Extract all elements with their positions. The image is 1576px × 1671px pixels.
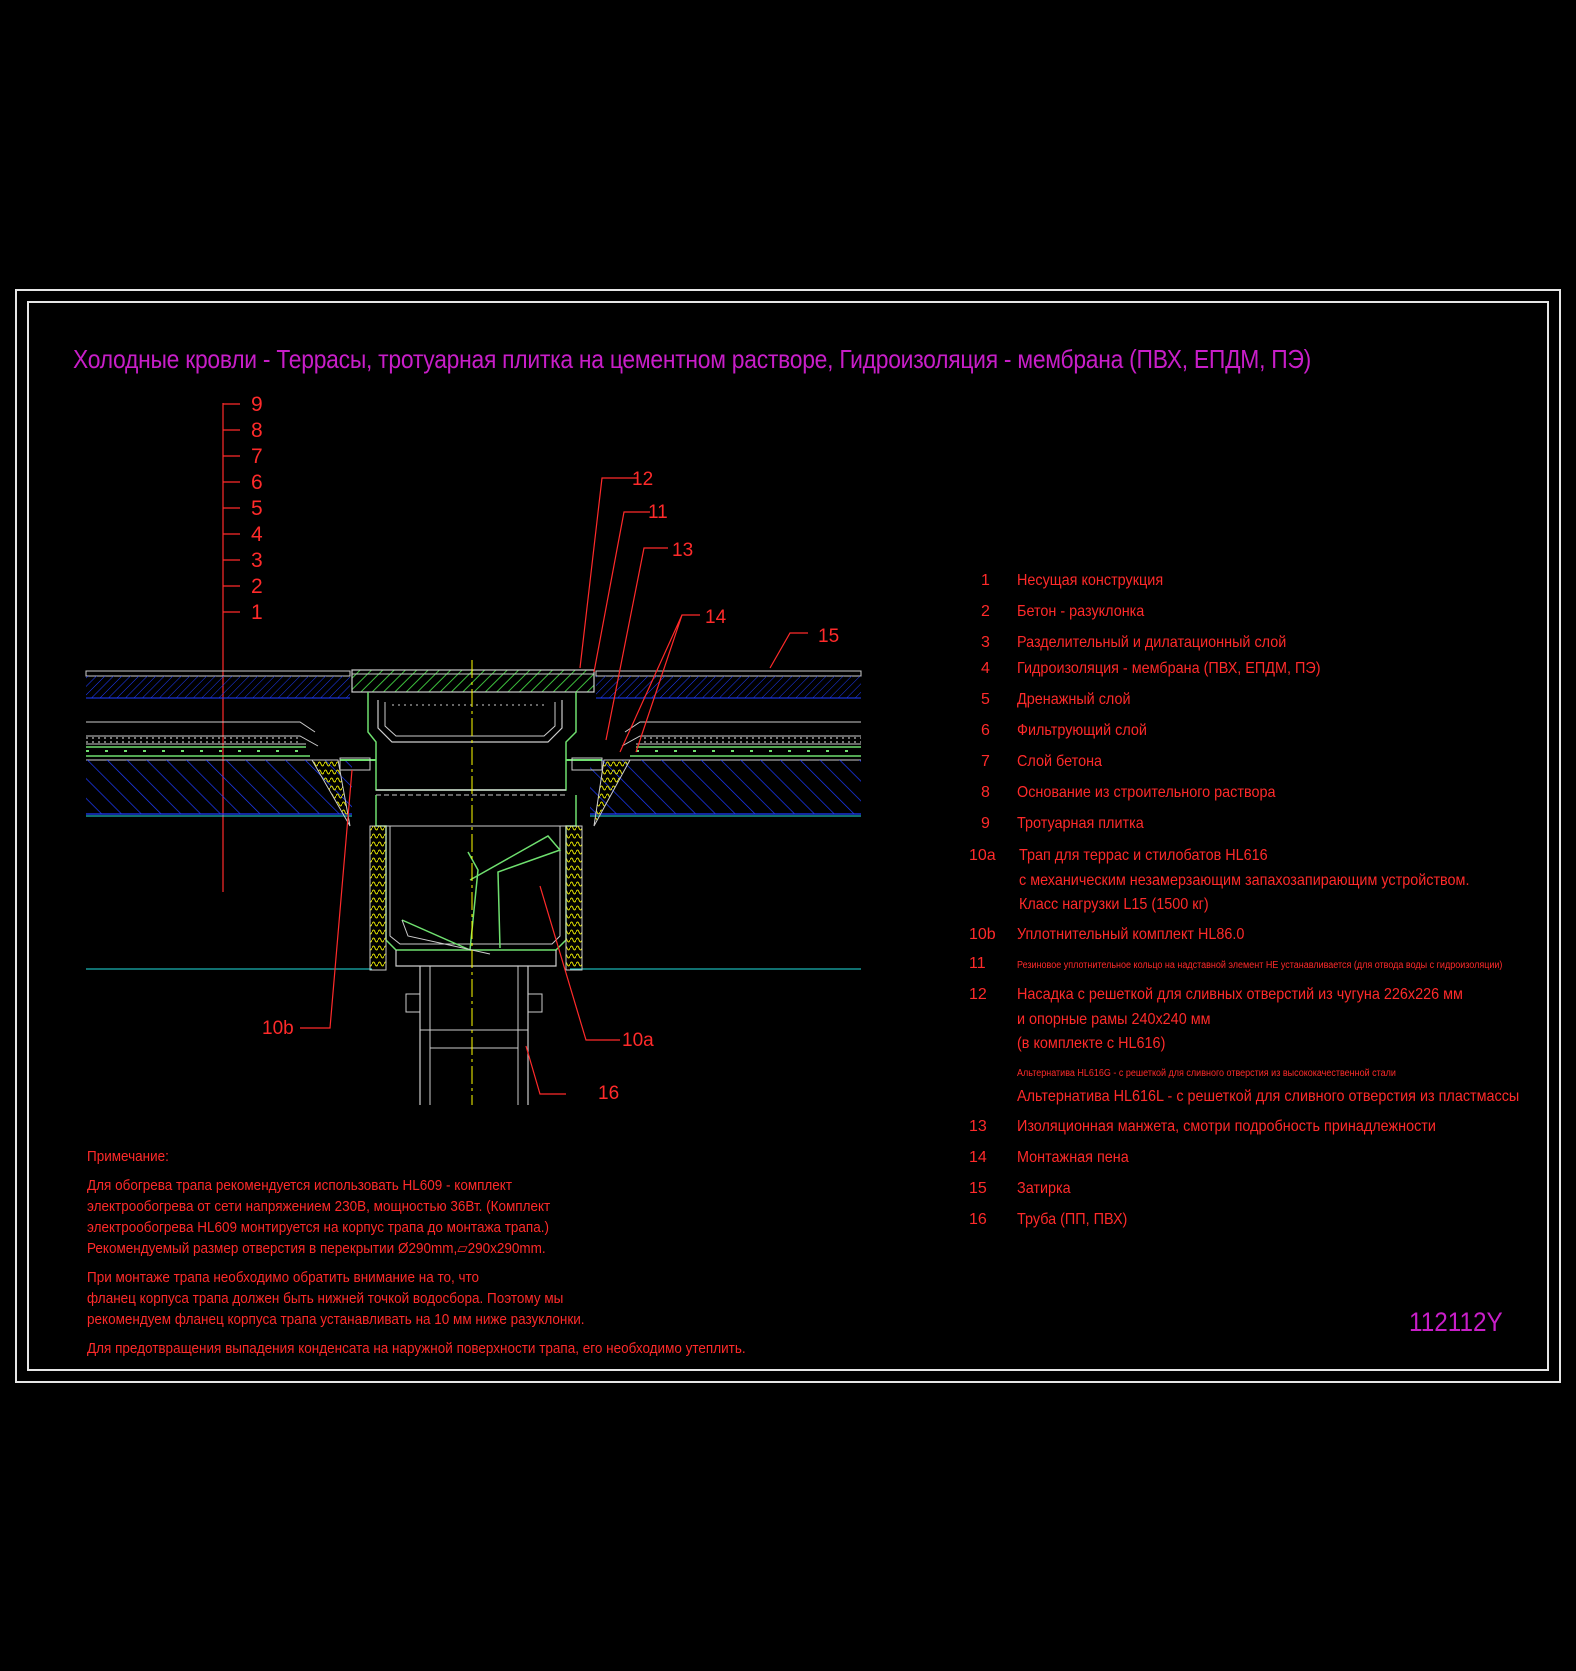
layer-number-4: 4 [251, 523, 263, 546]
legend-text: Разделительный и дилатационный слой [1017, 634, 1287, 651]
notes-line: электрообогрева HL609 монтируется на кор… [87, 1219, 550, 1236]
legend-num: 16 [969, 1211, 987, 1228]
notes-line: Для обогрева трапа рекомендуется использ… [87, 1177, 513, 1194]
legend-num: 10b [969, 926, 996, 943]
legend-text: Бетон - разуклонка [1017, 603, 1145, 620]
drawing-code: 112112Y [1409, 1307, 1503, 1337]
notes-block: Примечание: Для обогрева трапа рекоменду… [87, 1146, 746, 1359]
legend-text: Слой бетона [1017, 753, 1103, 770]
callout-16: 16 [598, 1083, 620, 1104]
legend-num: 15 [969, 1180, 987, 1197]
legend-text: Труба (ПП, ПВХ) [1017, 1211, 1128, 1228]
notes-line: Для предотвращения выпадения конденсата … [87, 1340, 746, 1357]
legend-num: 13 [969, 1118, 987, 1135]
callout-12: 12 [632, 469, 654, 490]
layer-number-5: 5 [251, 497, 263, 520]
roof-layers-right [570, 670, 862, 970]
legend-text: Изоляционная манжета, смотри подробность… [1017, 1118, 1436, 1135]
legend-num: 10a [969, 847, 996, 864]
callout-15: 15 [818, 626, 840, 647]
outer-frame [15, 289, 1561, 1383]
layer-number-3: 3 [251, 549, 263, 572]
legend-num: 9 [981, 815, 990, 832]
legend-text: Монтажная пена [1017, 1149, 1129, 1166]
legend-num: 5 [981, 691, 990, 708]
legend-text: Трап для террас и стилобатов HL616 [1019, 847, 1268, 864]
layer-number-6: 6 [251, 471, 263, 494]
legend-text: Альтернатива HL616L - с решеткой для сли… [1017, 1088, 1520, 1105]
layer-indicator [222, 403, 240, 892]
legend-text: Фильтрующий слой [1017, 722, 1147, 739]
legend-text: Основание из строительного раствора [1017, 784, 1276, 801]
legend-text: Дренажный слой [1017, 691, 1131, 708]
legend-num: 14 [969, 1149, 987, 1166]
legend-text: Насадка с решеткой для сливных отверстий… [1017, 986, 1463, 1003]
legend-text: Гидроизоляция - мембрана (ПВХ, ЕПДМ, ПЭ) [1017, 660, 1321, 677]
drain-body [311, 660, 631, 1105]
legend-text: Уплотнительный комплект HL86.0 [1017, 926, 1245, 943]
legend-num: 6 [981, 722, 990, 739]
legend-num: 7 [981, 753, 990, 770]
legend-num: 11 [969, 955, 986, 972]
legend-text: Альтернатива HL616G - с решеткой для сли… [1017, 1068, 1396, 1079]
drawing-title: Холодные кровли - Террасы, тротуарная пл… [73, 344, 1312, 374]
callout-10a: 10a [622, 1030, 654, 1051]
callout-13: 13 [672, 540, 694, 561]
callout-14: 14 [705, 607, 727, 628]
layer-number-9: 9 [251, 393, 263, 416]
notes-line: Рекомендуемый размер отверстия в перекры… [87, 1240, 546, 1257]
callout-11: 11 [648, 502, 668, 523]
legend-text: Тротуарная плитка [1017, 815, 1144, 832]
leader-lines [300, 477, 808, 1095]
legend-text: Несущая конструкция [1017, 572, 1164, 589]
legend-num: 3 [981, 634, 990, 651]
legend-num: 12 [969, 986, 987, 1003]
legend-num: 4 [981, 660, 990, 677]
legend-text: Класс нагрузки L15 (1500 кг) [1019, 896, 1209, 913]
callout-10b: 10b [262, 1018, 294, 1039]
roof-layers-left [85, 670, 372, 970]
layer-number-7: 7 [251, 445, 263, 468]
notes-heading: Примечание: [87, 1148, 169, 1165]
legend-text: и опорные рамы 240x240 мм [1017, 1011, 1211, 1028]
legend-text: (в комплекте с HL616) [1017, 1035, 1166, 1052]
inner-frame [27, 301, 1549, 1371]
notes-line: рекомендуем фланец корпуса трапа устанав… [87, 1311, 585, 1328]
layer-number-8: 8 [251, 419, 263, 442]
notes-line: фланец корпуса трапа должен быть нижней … [87, 1290, 564, 1307]
legend-text: с механическим незамерзающим запахозапир… [1019, 872, 1470, 889]
legend-num: 2 [981, 603, 990, 620]
layer-number-2: 2 [251, 575, 263, 598]
legend-text: Резиновое уплотнительное кольцо на надст… [1017, 960, 1503, 971]
legend-num: 8 [981, 784, 990, 801]
layer-number-1: 1 [251, 601, 263, 624]
legend-num: 1 [981, 572, 990, 589]
notes-line: При монтаже трапа необходимо обратить вн… [87, 1269, 480, 1286]
legend-text: Затирка [1017, 1180, 1071, 1197]
notes-line: электрообогрева от сети напряжением 230В… [87, 1198, 551, 1215]
